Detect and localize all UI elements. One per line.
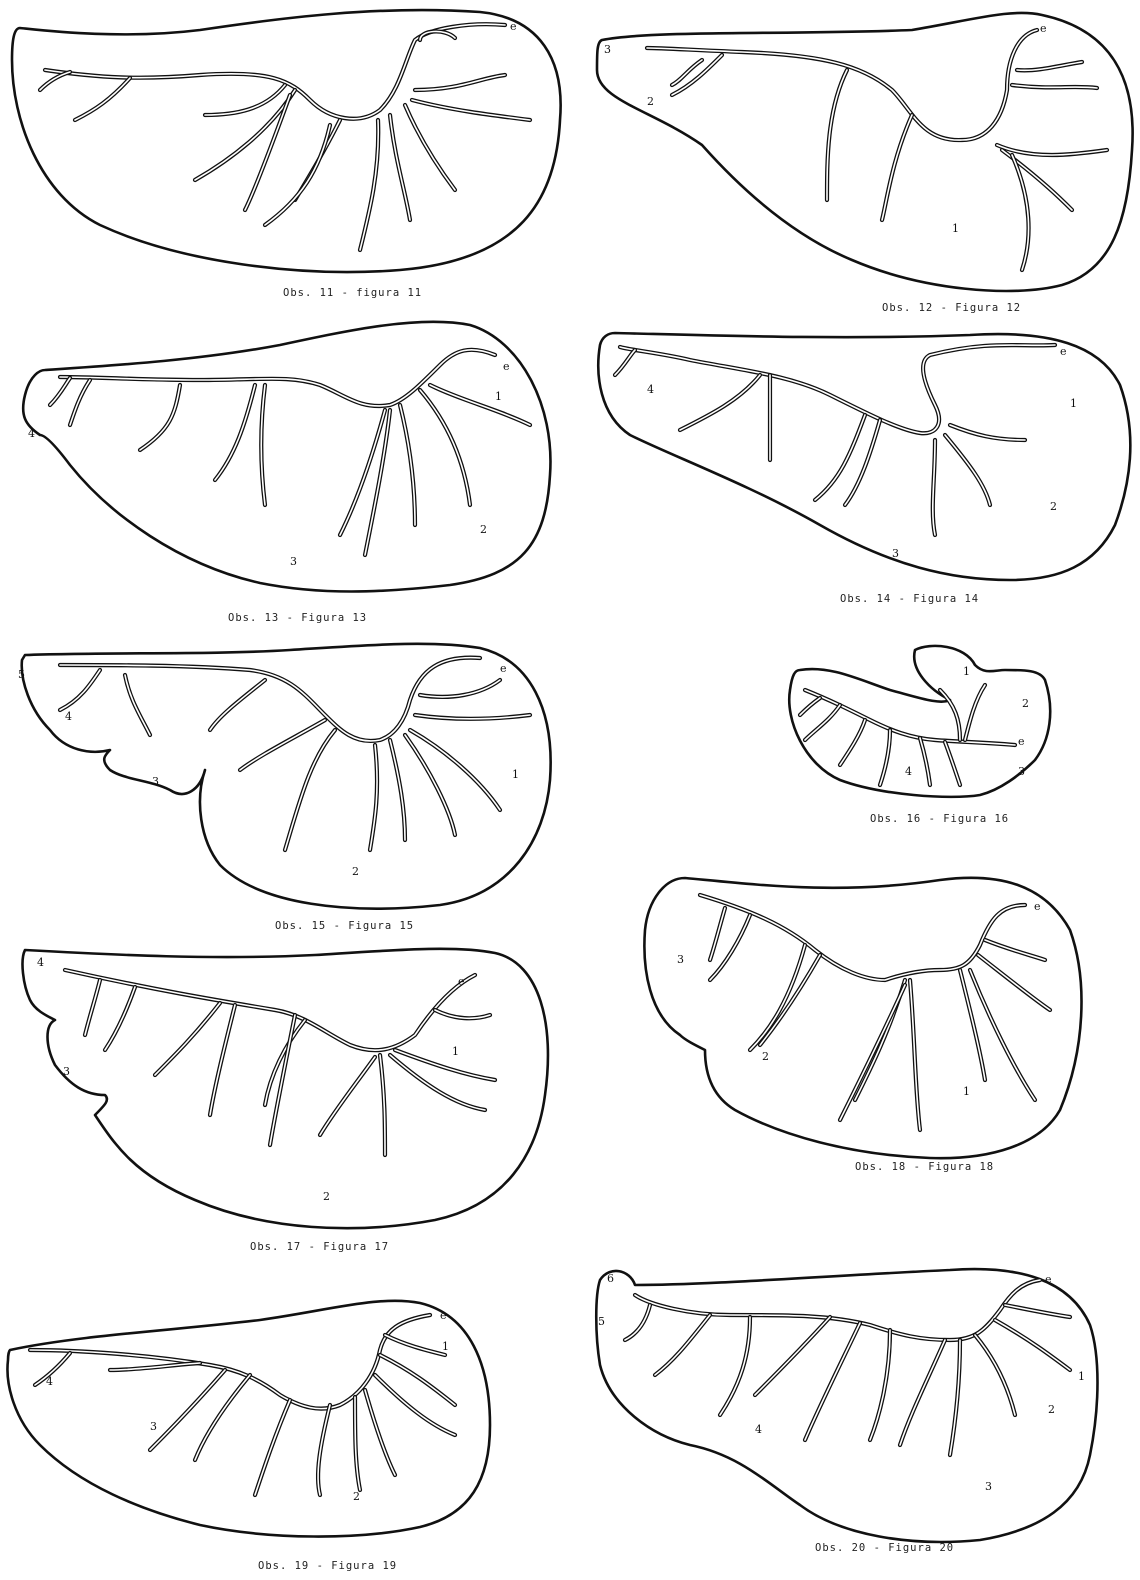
figure-12-label-2: 2: [647, 95, 654, 108]
figure-16-label-2: 2: [1022, 697, 1029, 710]
figure-18: e 3 2 1 Obs. 18 - Figura 18: [640, 870, 1090, 1190]
figure-19-label-3: 3: [150, 1420, 157, 1433]
figure-13-label-1: 1: [495, 390, 502, 403]
figure-19-drawing: [0, 1295, 500, 1580]
figure-14-outline: [598, 333, 1130, 580]
figure-20-caption: Obs. 20 - Figura 20: [815, 1542, 954, 1554]
figure-11-caption: Obs. 11 - figura 11: [283, 287, 422, 299]
figure-20-label-1: 1: [1078, 1370, 1085, 1383]
figure-19: e 1 4 3 2 Obs. 19 - Figura 19: [0, 1295, 500, 1580]
figure-16: 1 2 e 4 3 Obs. 16 - Figura 16: [780, 640, 1060, 840]
figure-12-caption: Obs. 12 - Figura 12: [882, 302, 1021, 314]
figure-16-label-e: e: [1018, 735, 1025, 748]
figure-19-outline: [7, 1301, 490, 1537]
figure-20-label-4: 4: [755, 1423, 762, 1436]
figure-15-label-e: e: [500, 662, 507, 675]
figure-18-main-vessel: [700, 895, 1025, 980]
figure-14: e 4 1 2 3 Obs. 14 - Figura 14: [590, 325, 1140, 620]
figure-13-caption: Obs. 13 - Figura 13: [228, 612, 367, 624]
figure-16-label-4: 4: [905, 765, 912, 778]
figure-17-outline: [23, 949, 548, 1228]
figure-20-label-e: e: [1045, 1273, 1052, 1286]
figure-14-label-3: 3: [892, 547, 899, 560]
figure-15-label-3: 3: [152, 775, 159, 788]
figure-18-label-2: 2: [762, 1050, 769, 1063]
figure-14-drawing: [590, 325, 1140, 620]
figure-17-vessels: [65, 970, 495, 1155]
figure-20-label-6: 6: [607, 1272, 614, 1285]
figure-14-caption: Obs. 14 - Figura 14: [840, 593, 979, 605]
figure-16-label-1: 1: [963, 665, 970, 678]
figure-11-vessels: [40, 24, 530, 250]
figure-20-label-3: 3: [985, 1480, 992, 1493]
figure-14-label-2: 2: [1050, 500, 1057, 513]
figure-13-label-4: 4: [28, 427, 35, 440]
figure-20-label-5: 5: [598, 1315, 605, 1328]
figure-19-vessels: [30, 1315, 455, 1495]
figure-12-vessels: [647, 30, 1107, 270]
figure-13-label-2: 2: [480, 523, 487, 536]
figure-18-outline: [644, 878, 1081, 1158]
figure-15-caption: Obs. 15 - Figura 15: [275, 920, 414, 932]
figure-17-label-2: 2: [323, 1190, 330, 1203]
figure-13-vessels: [50, 350, 530, 555]
figure-17-label-4: 4: [37, 956, 44, 969]
figure-17-caption: Obs. 17 - Figura 17: [250, 1241, 389, 1253]
figure-13-drawing: [0, 315, 570, 635]
figure-18-vessels: [700, 895, 1050, 1130]
figure-14-label-e: e: [1060, 345, 1067, 358]
figure-16-caption: Obs. 16 - Figura 16: [870, 813, 1009, 825]
figure-15-vessels: [60, 658, 530, 850]
figure-20-drawing: [590, 1255, 1110, 1565]
figure-17: 4 e 1 3 2 Obs. 17 - Figura 17: [15, 945, 565, 1265]
figure-11-outline: [12, 10, 561, 272]
figure-19-label-2: 2: [353, 1490, 360, 1503]
figure-17-label-3: 3: [63, 1065, 70, 1078]
figure-13-label-3: 3: [290, 555, 297, 568]
figure-11-drawing: [0, 0, 570, 310]
figure-13-outline: [23, 322, 550, 592]
figure-17-drawing: [15, 945, 565, 1265]
figure-12-label-e: e: [1040, 22, 1047, 35]
figure-12-label-3: 3: [604, 43, 611, 56]
figure-18-drawing: [640, 870, 1090, 1190]
figure-18-label-3: 3: [677, 953, 684, 966]
figure-12: e 3 2 1 Obs. 12 - Figura 12: [592, 0, 1140, 320]
figure-19-label-4: 4: [46, 1375, 53, 1388]
figure-18-label-1: 1: [963, 1085, 970, 1098]
figure-15: 5 e 4 3 1 2 Obs. 15 - Figura 15: [10, 640, 570, 940]
figure-11: e Obs. 11 - figura 11: [0, 0, 570, 310]
figure-15-label-4: 4: [65, 710, 72, 723]
figure-16-main-vessel: [805, 690, 1015, 745]
figure-15-label-1: 1: [512, 768, 519, 781]
figure-12-outline: [597, 13, 1133, 291]
figure-13: e 1 4 2 3 Obs. 13 - Figura 13: [0, 315, 570, 635]
figure-18-label-e: e: [1034, 900, 1041, 913]
figure-20-vessels: [625, 1280, 1070, 1455]
figure-19-main-vessel: [30, 1315, 430, 1409]
figure-13-label-e: e: [503, 360, 510, 373]
figure-15-label-2: 2: [352, 865, 359, 878]
figure-14-vessels: [615, 345, 1055, 535]
figure-15-label-5: 5: [18, 668, 25, 681]
figure-19-label-1: 1: [442, 1340, 449, 1353]
figure-20-label-2: 2: [1048, 1403, 1055, 1416]
figure-14-label-1: 1: [1070, 397, 1077, 410]
figure-15-drawing: [10, 640, 570, 940]
figure-17-label-1: 1: [452, 1045, 459, 1058]
figure-11-label-e: e: [510, 20, 517, 33]
figure-16-label-3: 3: [1018, 765, 1025, 778]
figure-12-drawing: [592, 0, 1140, 320]
figure-12-label-1: 1: [952, 222, 959, 235]
figure-17-label-e: e: [458, 975, 465, 988]
figure-18-caption: Obs. 18 - Figura 18: [855, 1161, 994, 1173]
figure-15-main-vessel: [60, 658, 480, 741]
figure-14-label-4: 4: [647, 383, 654, 396]
figure-19-caption: Obs. 19 - Figura 19: [258, 1560, 397, 1572]
figure-20: 6 e 5 1 2 4 3 Obs. 20 - Figura 20: [590, 1255, 1110, 1565]
figure-19-label-e: e: [440, 1309, 447, 1322]
